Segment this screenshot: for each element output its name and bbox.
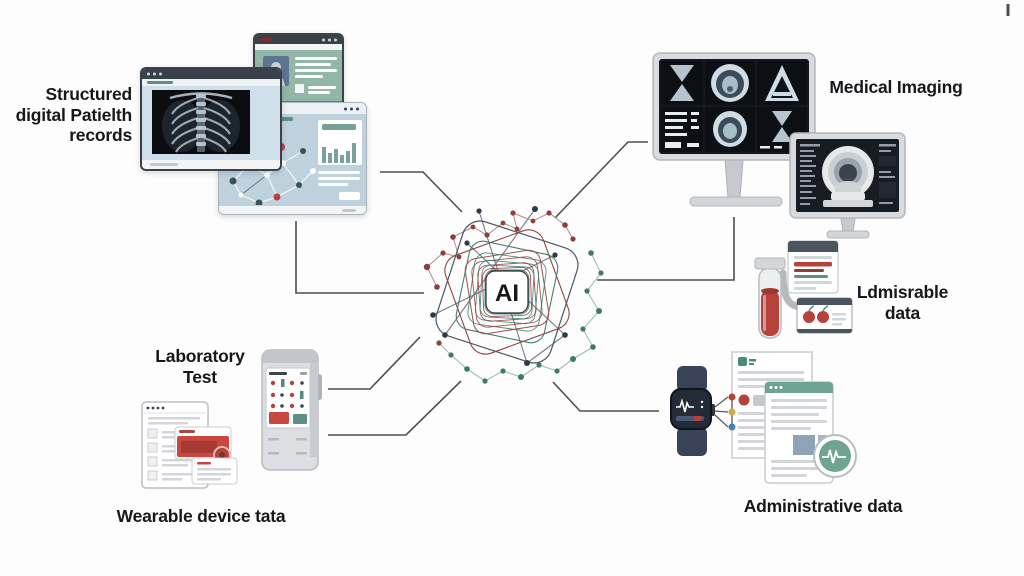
network-edges-red <box>426 212 574 288</box>
lab-report-icon <box>787 240 839 294</box>
window-titlebar <box>142 69 280 79</box>
connector-wearable-ai <box>328 336 421 390</box>
xray-window <box>140 67 282 171</box>
radiology-monitor <box>652 52 816 207</box>
ai-box <box>485 270 529 314</box>
window-titlebar <box>255 35 342 44</box>
mri-machine-icon <box>822 146 874 207</box>
label-medical-imaging: Medical Imaging <box>829 77 963 97</box>
connector-ai-admin <box>552 381 659 412</box>
chest-xray-image <box>152 90 250 154</box>
connector-records-ai <box>380 171 463 213</box>
ecg-badge-icon <box>813 434 857 478</box>
mri-monitor <box>789 132 906 239</box>
sample-card-icon <box>796 297 853 334</box>
connector-ai-imaging <box>554 141 648 219</box>
analytics-window <box>218 102 367 215</box>
wearable-device-icon <box>261 349 322 471</box>
bar-chart-card <box>318 120 362 165</box>
ai-network-graphic: AI <box>423 206 604 384</box>
lab-sample-illustration <box>754 240 853 339</box>
label-wearable-device: Wearable device tata <box>116 506 286 526</box>
bar-chart <box>322 143 356 163</box>
label-structured-records: Structured digital Patielth records <box>15 84 133 146</box>
alert-card-icon <box>174 426 232 464</box>
network-nodes-teal <box>448 250 604 384</box>
watch-data-links <box>714 393 736 431</box>
medical-imaging-illustration <box>652 52 906 239</box>
network-square-tangle <box>435 220 579 364</box>
network-nodes-navy <box>430 206 568 366</box>
connector-records-ai-2 <box>295 221 424 294</box>
connector-wearable-ai-2 <box>328 380 462 436</box>
network-nodes-red <box>423 210 576 346</box>
administrative-illustration <box>670 351 857 484</box>
blood-test-tube-icon <box>754 257 786 339</box>
note-card-icon <box>191 457 238 485</box>
smartwatch-icon <box>670 366 715 456</box>
records-windows-illustration <box>138 28 370 220</box>
window-titlebar <box>219 103 366 114</box>
ai-label: AI <box>495 280 519 307</box>
label-admissible-data: Ldmisrable data <box>856 282 949 323</box>
connector-ai-imaging-2 <box>597 217 735 281</box>
lab-forms-illustration <box>141 401 238 489</box>
label-laboratory-test: Laboratory Test <box>155 346 245 387</box>
label-administrative-data: Administrative data <box>743 496 903 516</box>
